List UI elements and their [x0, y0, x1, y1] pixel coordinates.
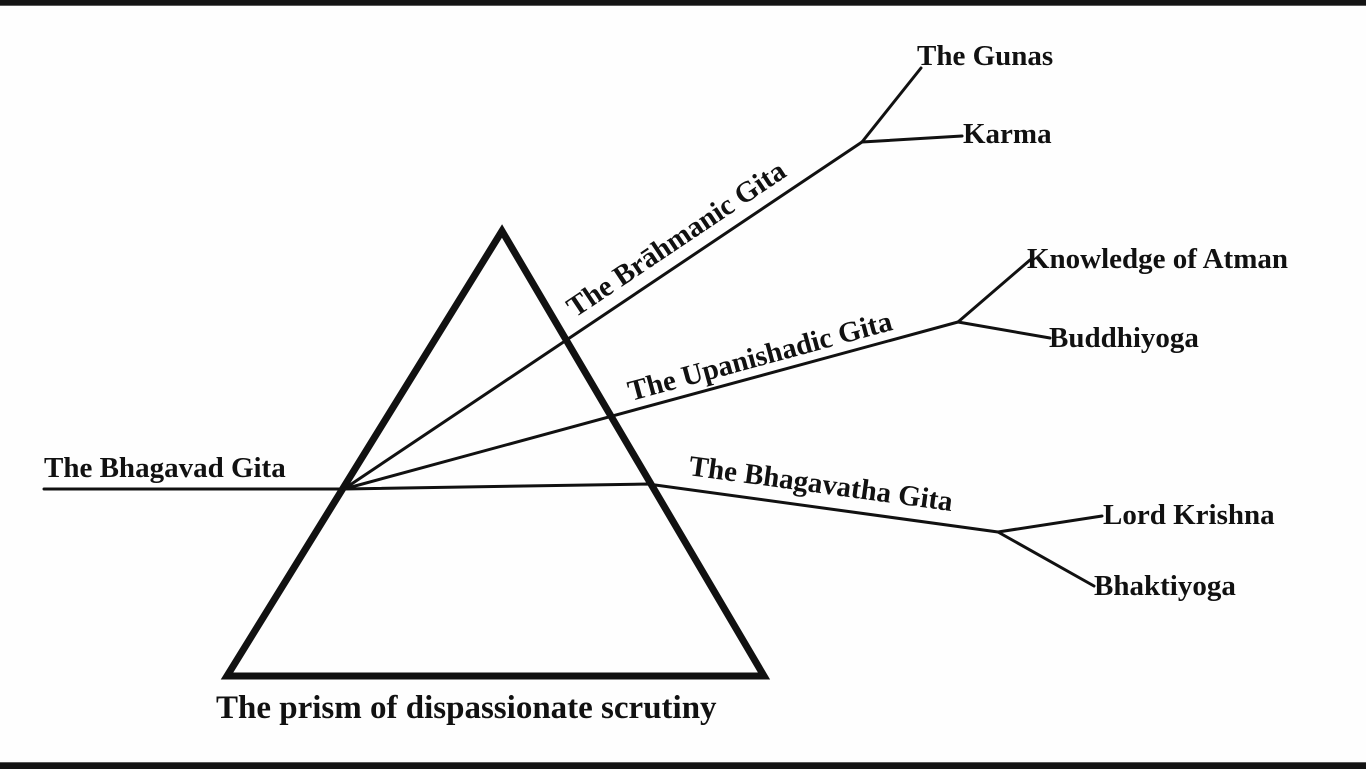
leaf-line-gunas	[860, 66, 923, 144]
prism-caption: The prism of dispassionate scrutiny	[216, 690, 717, 726]
leaf-line-buddhiyoga	[956, 320, 1052, 340]
branch-line-bhagavatha	[342, 482, 1000, 534]
leaf-label-karma: Karma	[963, 118, 1052, 150]
leaf-line-atman	[956, 258, 1032, 324]
leaf-line-bhaktiyoga	[996, 530, 1096, 588]
leaf-line-krishna	[996, 514, 1104, 534]
leaf-label-krishna: Lord Krishna	[1103, 499, 1275, 531]
branch-line-brahmanic	[342, 140, 864, 491]
prism-triangle	[220, 224, 771, 680]
source-label: The Bhagavad Gita	[44, 452, 286, 484]
branch-line-upanishadic	[342, 320, 960, 491]
leaf-label-atman: Knowledge of Atman	[1027, 243, 1288, 275]
top-border-bar	[0, 0, 1366, 6]
leaf-label-buddhiyoga: Buddhiyoga	[1049, 322, 1199, 354]
leaf-label-gunas: The Gunas	[917, 40, 1053, 72]
leaf-line-karma	[860, 134, 964, 144]
bottom-border-bar	[0, 762, 1366, 769]
branch-label-upanishadic: The Upanishadic Gita	[624, 305, 896, 407]
branch-label-brahmanic: The Brāhmanic Gita	[561, 154, 792, 323]
leaf-label-bhaktiyoga: Bhaktiyoga	[1094, 570, 1236, 602]
